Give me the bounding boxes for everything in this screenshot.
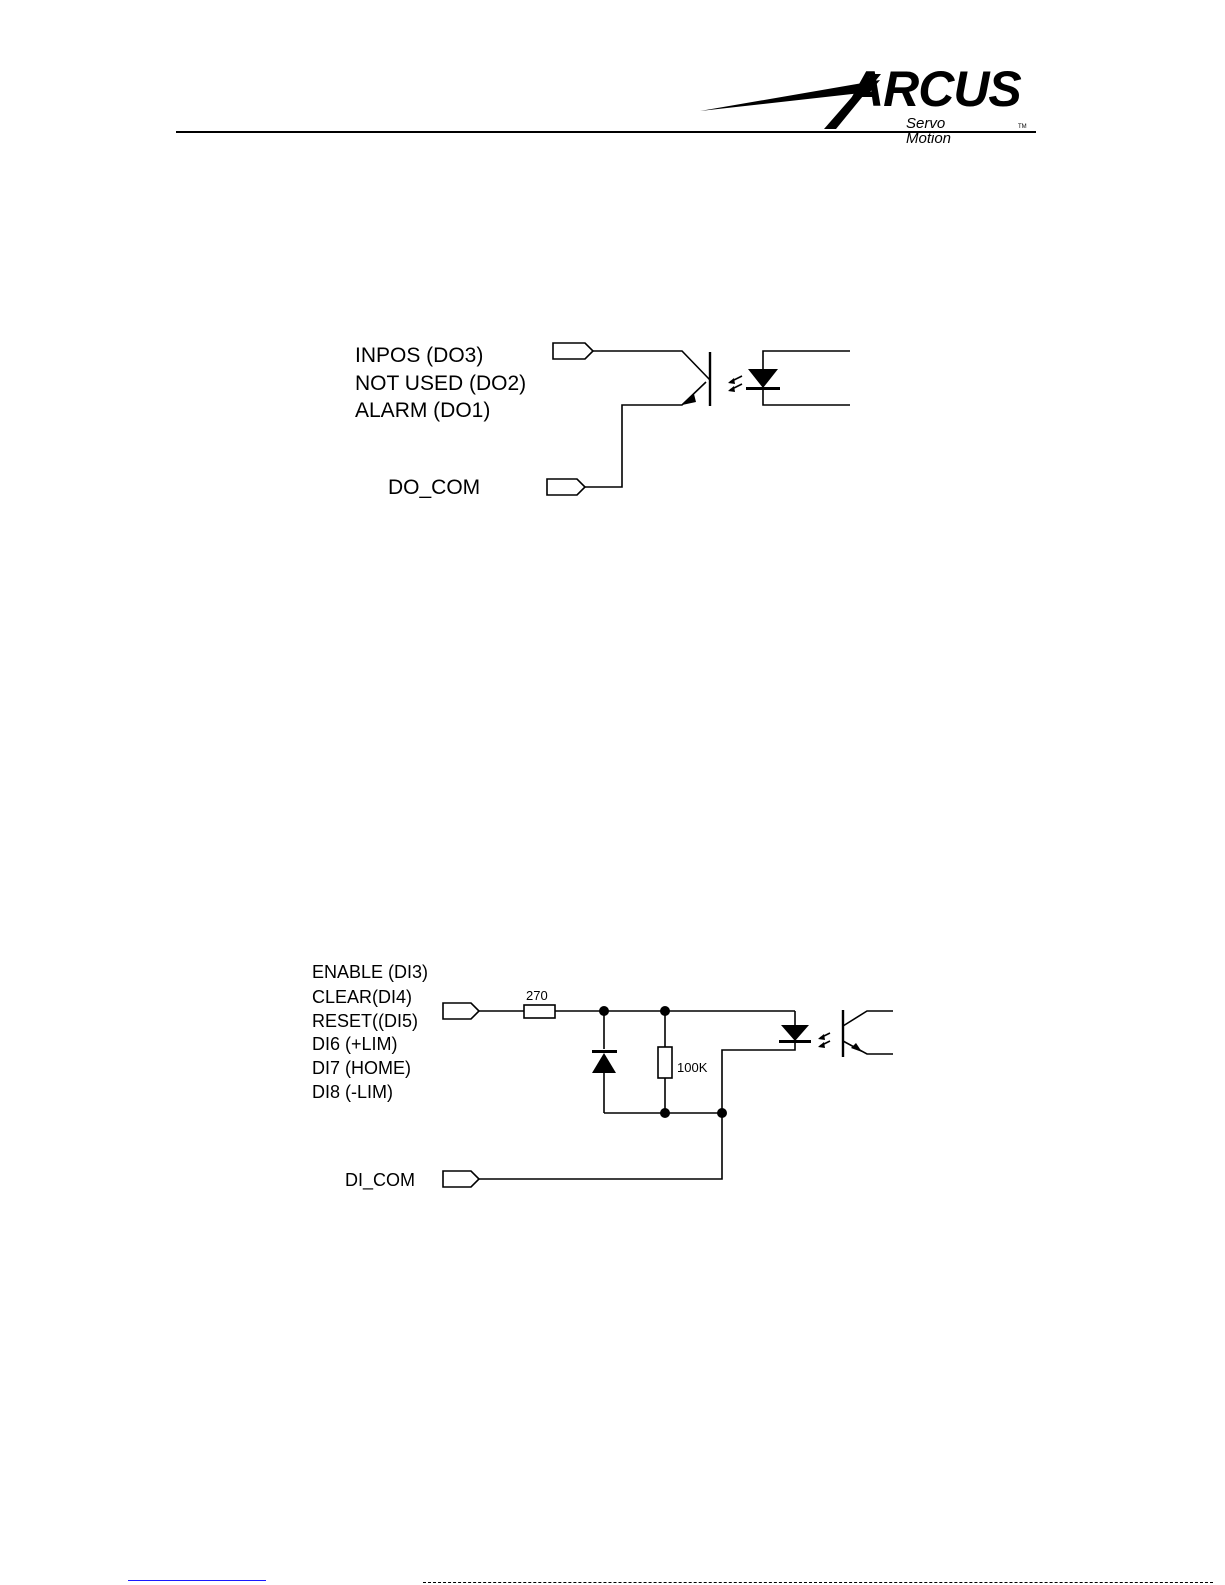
pulldown-resistor-icon bbox=[658, 1047, 672, 1078]
input-led-icon bbox=[781, 1025, 809, 1041]
input-common-terminal-icon bbox=[443, 1171, 479, 1187]
junction-dot bbox=[660, 1108, 670, 1118]
junction-dot bbox=[660, 1006, 670, 1016]
footer-link-underline bbox=[128, 1580, 266, 1581]
footer-rule bbox=[423, 1582, 1213, 1583]
junction-dot bbox=[717, 1108, 727, 1118]
input-signal-terminal-icon bbox=[443, 1003, 479, 1019]
clamp-diode-icon bbox=[592, 1053, 616, 1073]
series-resistor-icon bbox=[524, 1005, 555, 1018]
phototransistor-emitter-arrow-icon bbox=[851, 1043, 862, 1052]
junction-dot bbox=[599, 1006, 609, 1016]
